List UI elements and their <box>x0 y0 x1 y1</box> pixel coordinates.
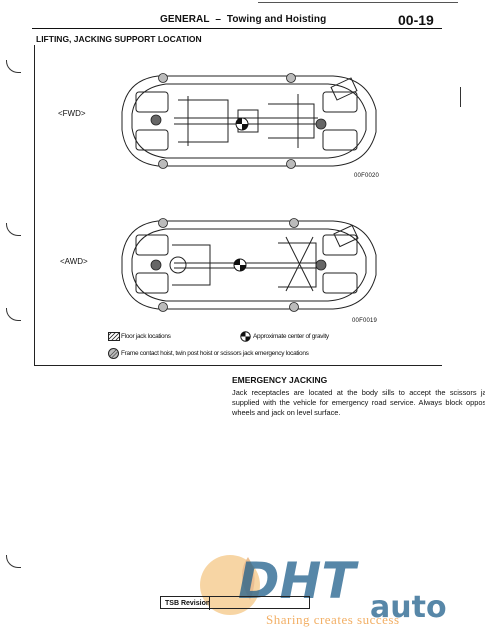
center-of-gravity-marker <box>233 258 247 272</box>
center-of-gravity-icon <box>240 331 251 342</box>
awd-label: <AWD> <box>60 257 88 266</box>
header-rule <box>32 28 442 29</box>
header-top-rule <box>258 2 458 3</box>
watermark-brand: DHT <box>238 552 356 610</box>
tsb-divider <box>209 597 210 610</box>
legend-frame-contact: Frame contact hoist, twin post hoist or … <box>121 350 309 357</box>
page-number: 00-19 <box>398 12 434 28</box>
fwd-figure-code: 00F0020 <box>354 173 380 179</box>
header-dash: – <box>215 14 221 25</box>
frame-contact-circle-icon <box>108 348 119 359</box>
header-section: GENERAL <box>160 14 210 25</box>
tsb-revision-label: TSB Revision <box>165 600 211 607</box>
center-of-gravity-marker <box>235 117 249 131</box>
header-subsection: Towing and Hoisting <box>226 14 327 25</box>
emergency-jacking-title: EMERGENCY JACKING <box>232 375 328 385</box>
awd-figure-code: 00F0019 <box>352 318 378 324</box>
page-header: GENERAL – Towing and Hoisting <box>160 14 326 25</box>
section-title: LIFTING, JACKING SUPPORT LOCATION <box>36 34 202 44</box>
legend-center-gravity: Approximate center of gravity <box>253 333 329 340</box>
floor-jack-hatch-icon <box>108 332 120 341</box>
emergency-jacking-body: Jack receptacles are located at the body… <box>232 388 485 417</box>
fwd-vehicle-underbody-diagram <box>121 73 377 169</box>
watermark-tagline: Sharing creates success <box>266 612 400 627</box>
binder-hole-mark <box>6 223 21 236</box>
legend-floor-jack: Floor jack locations <box>121 333 171 340</box>
binder-hole-mark <box>6 60 21 73</box>
margin-tick <box>460 87 461 107</box>
binder-hole-mark <box>6 555 21 568</box>
binder-hole-mark <box>6 308 21 321</box>
watermark-logo <box>200 555 260 615</box>
awd-vehicle-underbody-diagram <box>121 218 377 312</box>
watermark-suffix: auto <box>370 590 447 625</box>
tsb-revision-box: TSB Revision <box>160 596 310 610</box>
fwd-label: <FWD> <box>58 109 86 118</box>
figure-frame <box>34 45 442 366</box>
